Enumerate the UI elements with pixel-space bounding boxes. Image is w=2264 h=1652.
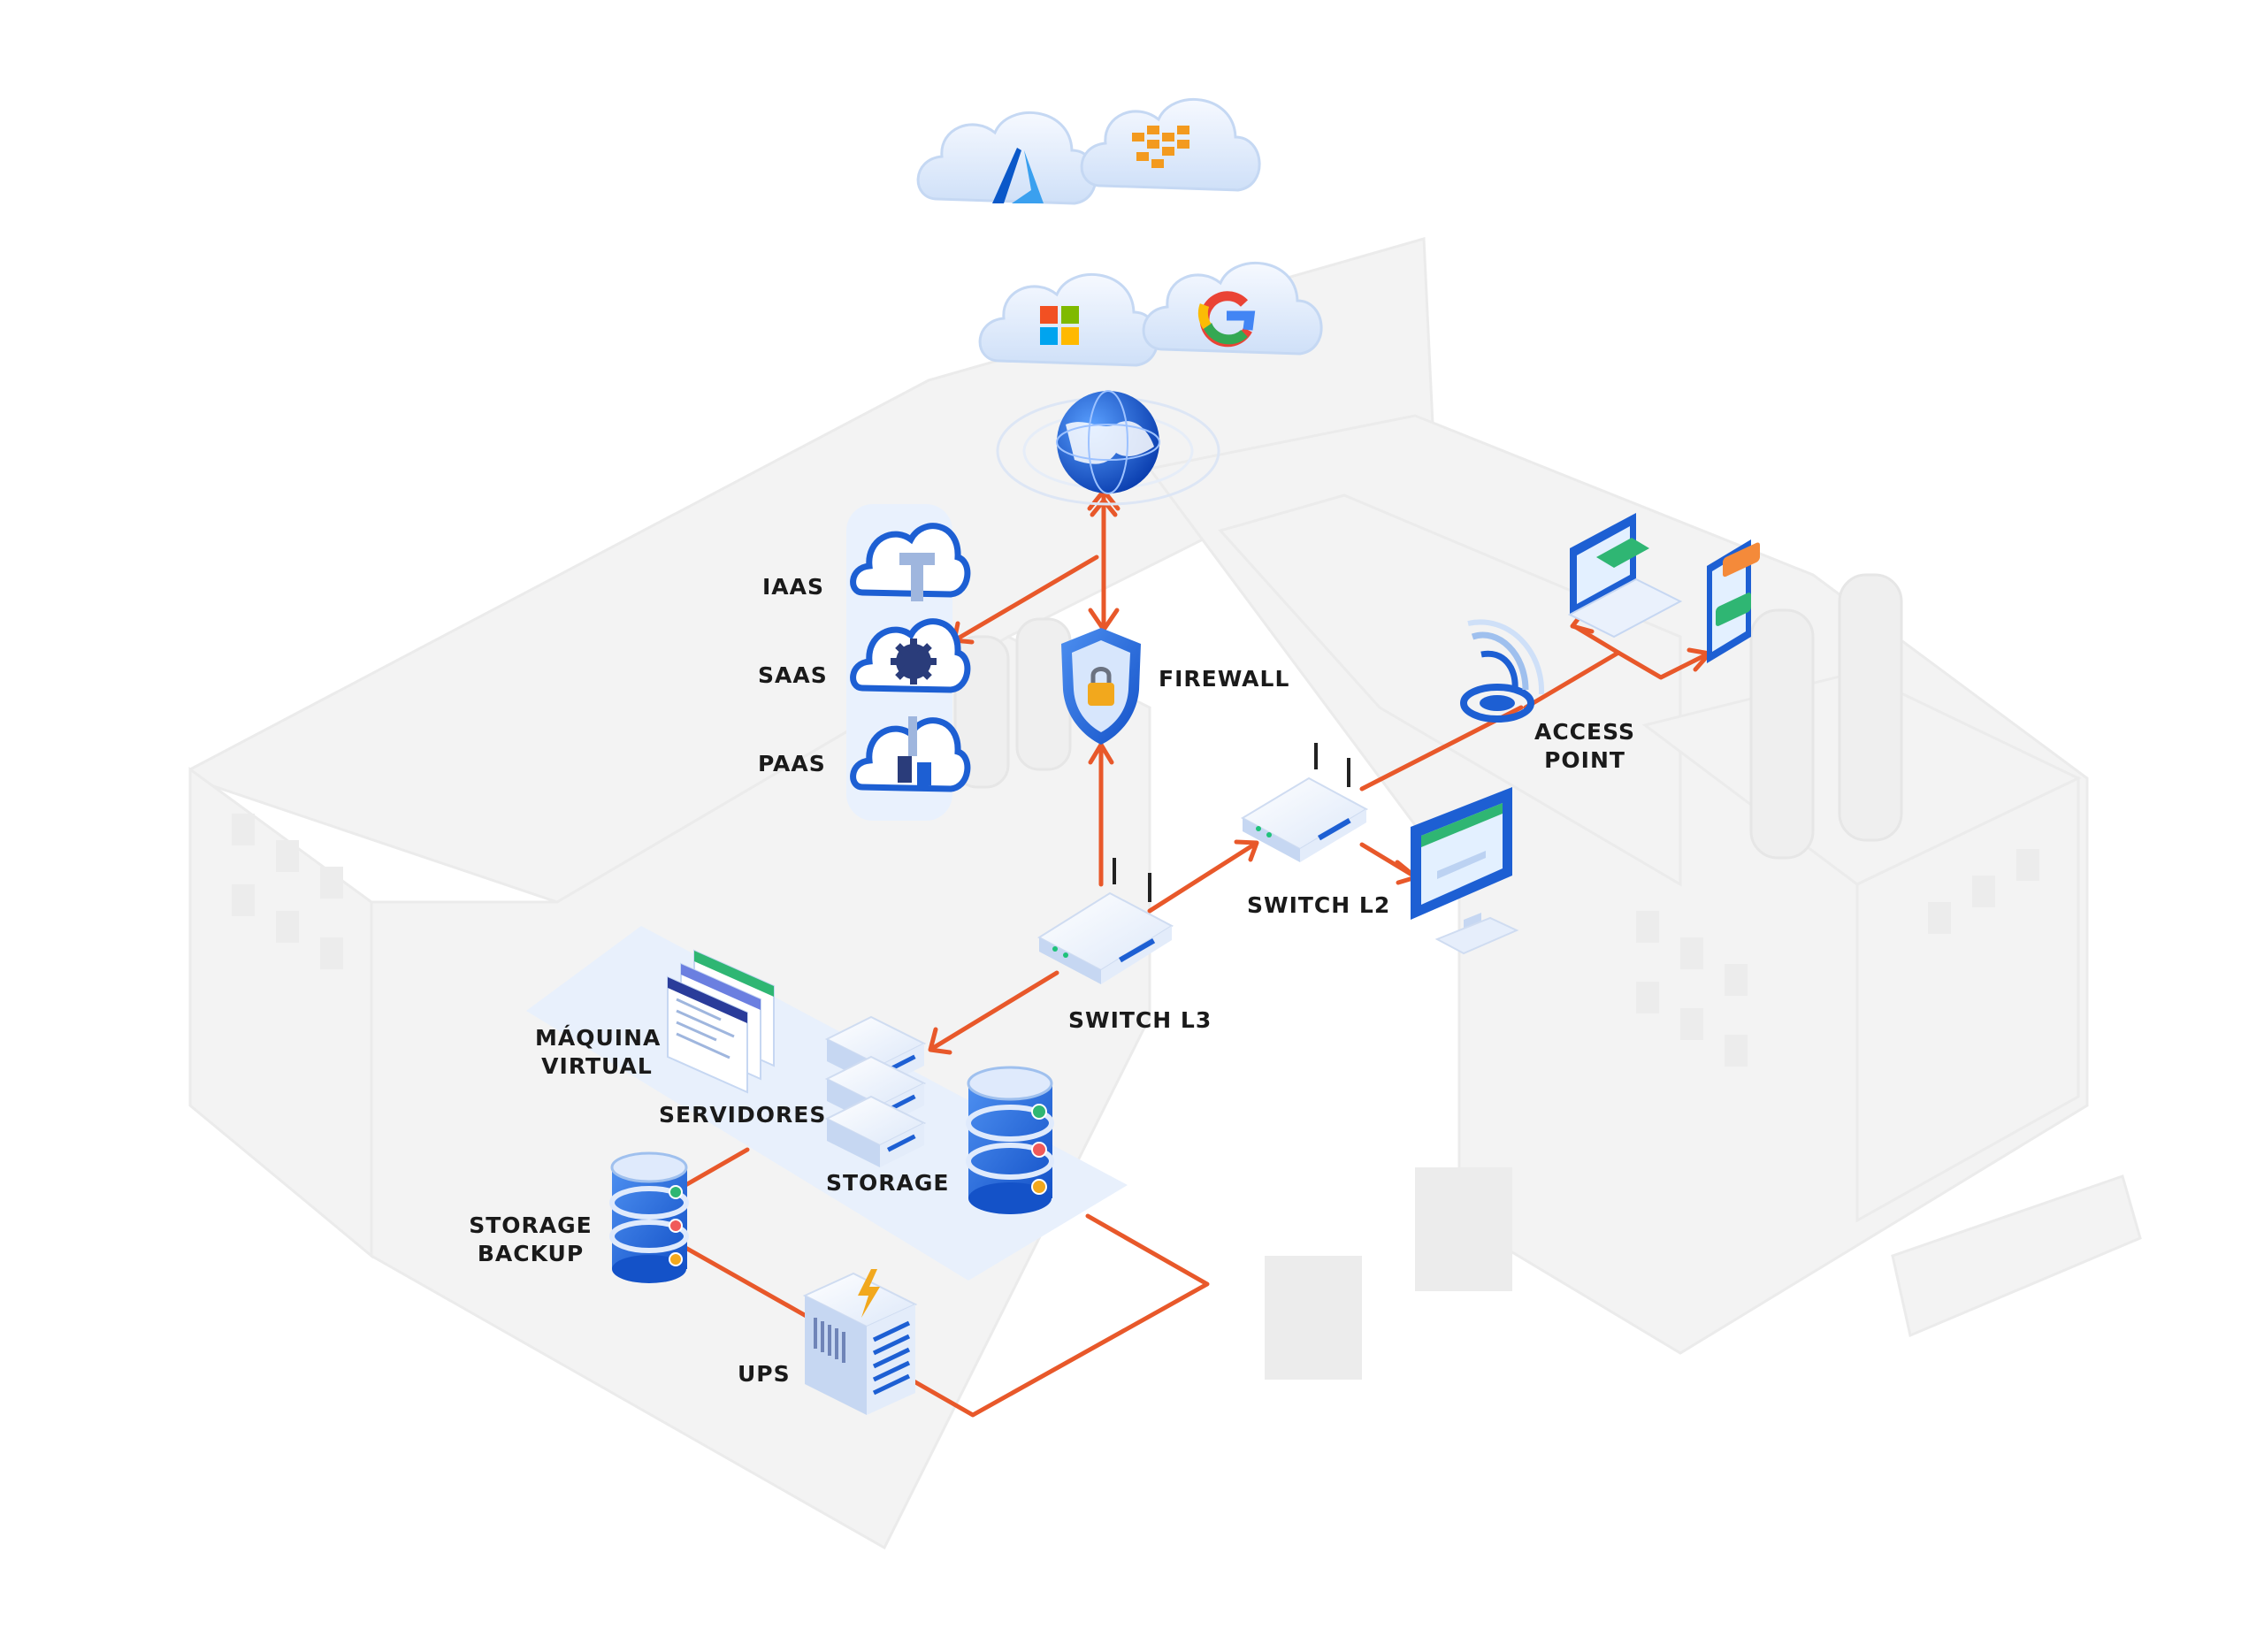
connectors bbox=[678, 491, 1709, 1418]
connector-internet-cloud-services bbox=[955, 554, 1099, 641]
label-paas: PAAS bbox=[758, 751, 826, 776]
connector-ups-power bbox=[908, 1213, 1210, 1418]
iaas-icon bbox=[850, 523, 971, 601]
connector-access-point-phone bbox=[1616, 650, 1709, 680]
access-point-icon bbox=[1460, 619, 1545, 723]
google-icon bbox=[1197, 291, 1256, 348]
label-access-point: ACCESS POINT bbox=[1532, 718, 1638, 775]
label-switch-l2: SWITCH L2 bbox=[1247, 892, 1391, 918]
azure-icon bbox=[992, 148, 1044, 203]
saas-icon bbox=[850, 618, 971, 693]
firewall-shield-icon bbox=[1061, 628, 1141, 745]
virtual-machine-icon bbox=[667, 949, 775, 1094]
label-maquina-virtual-line2: VIRTUAL bbox=[541, 1053, 653, 1079]
label-servidores: SERVIDORES bbox=[659, 1102, 827, 1128]
internet-globe-icon bbox=[996, 390, 1220, 506]
power-bolt-icon bbox=[858, 1269, 880, 1318]
label-maquina-virtual-line1: MÁQUINA bbox=[535, 1025, 662, 1051]
label-storage: STORAGE bbox=[826, 1170, 950, 1196]
cloud-microsoft bbox=[978, 273, 1159, 367]
connector-switch-l3-switch-l2 bbox=[1147, 842, 1257, 914]
switch-l2-icon bbox=[1240, 743, 1369, 862]
connector-backup-ups bbox=[678, 1243, 812, 1320]
monitor-icon bbox=[1411, 787, 1519, 955]
storage-database-icon bbox=[966, 1066, 1054, 1214]
label-iaas: IAAS bbox=[762, 574, 825, 600]
laptop-icon bbox=[1567, 513, 1683, 639]
smartphone-icon bbox=[1707, 539, 1760, 663]
cloud-azure bbox=[916, 111, 1098, 205]
cloud-aws bbox=[1080, 98, 1261, 192]
label-ups: UPS bbox=[738, 1361, 791, 1387]
microsoft-icon bbox=[1040, 306, 1079, 345]
label-saas: SAAS bbox=[758, 662, 828, 688]
label-storage-backup-line2: BACKUP bbox=[477, 1241, 585, 1266]
aws-icon bbox=[1132, 126, 1189, 168]
paas-icon bbox=[850, 716, 971, 792]
label-access-point-line1: ACCESS bbox=[1534, 719, 1635, 745]
switch-l3-icon bbox=[1036, 858, 1174, 984]
connector-switch-l3-servers bbox=[930, 970, 1059, 1051]
ups-icon bbox=[802, 1269, 918, 1415]
building-windows bbox=[232, 814, 2039, 1380]
label-firewall: FIREWALL bbox=[1159, 666, 1290, 692]
connector-backup-storage bbox=[678, 1147, 750, 1190]
building-pillars bbox=[953, 573, 1903, 860]
label-storage-backup: STORAGE BACKUP bbox=[469, 1212, 593, 1268]
servers-icon bbox=[824, 1015, 927, 1167]
storage-backup-database-icon bbox=[609, 1151, 689, 1283]
label-maquina-virtual: MÁQUINA VIRTUAL bbox=[535, 1024, 662, 1081]
label-storage-backup-line1: STORAGE bbox=[469, 1212, 593, 1238]
label-access-point-line2: POINT bbox=[1544, 747, 1625, 773]
label-switch-l3: SWITCH L3 bbox=[1068, 1007, 1212, 1033]
cloud-google bbox=[1142, 262, 1323, 356]
background-building bbox=[188, 237, 2142, 1550]
